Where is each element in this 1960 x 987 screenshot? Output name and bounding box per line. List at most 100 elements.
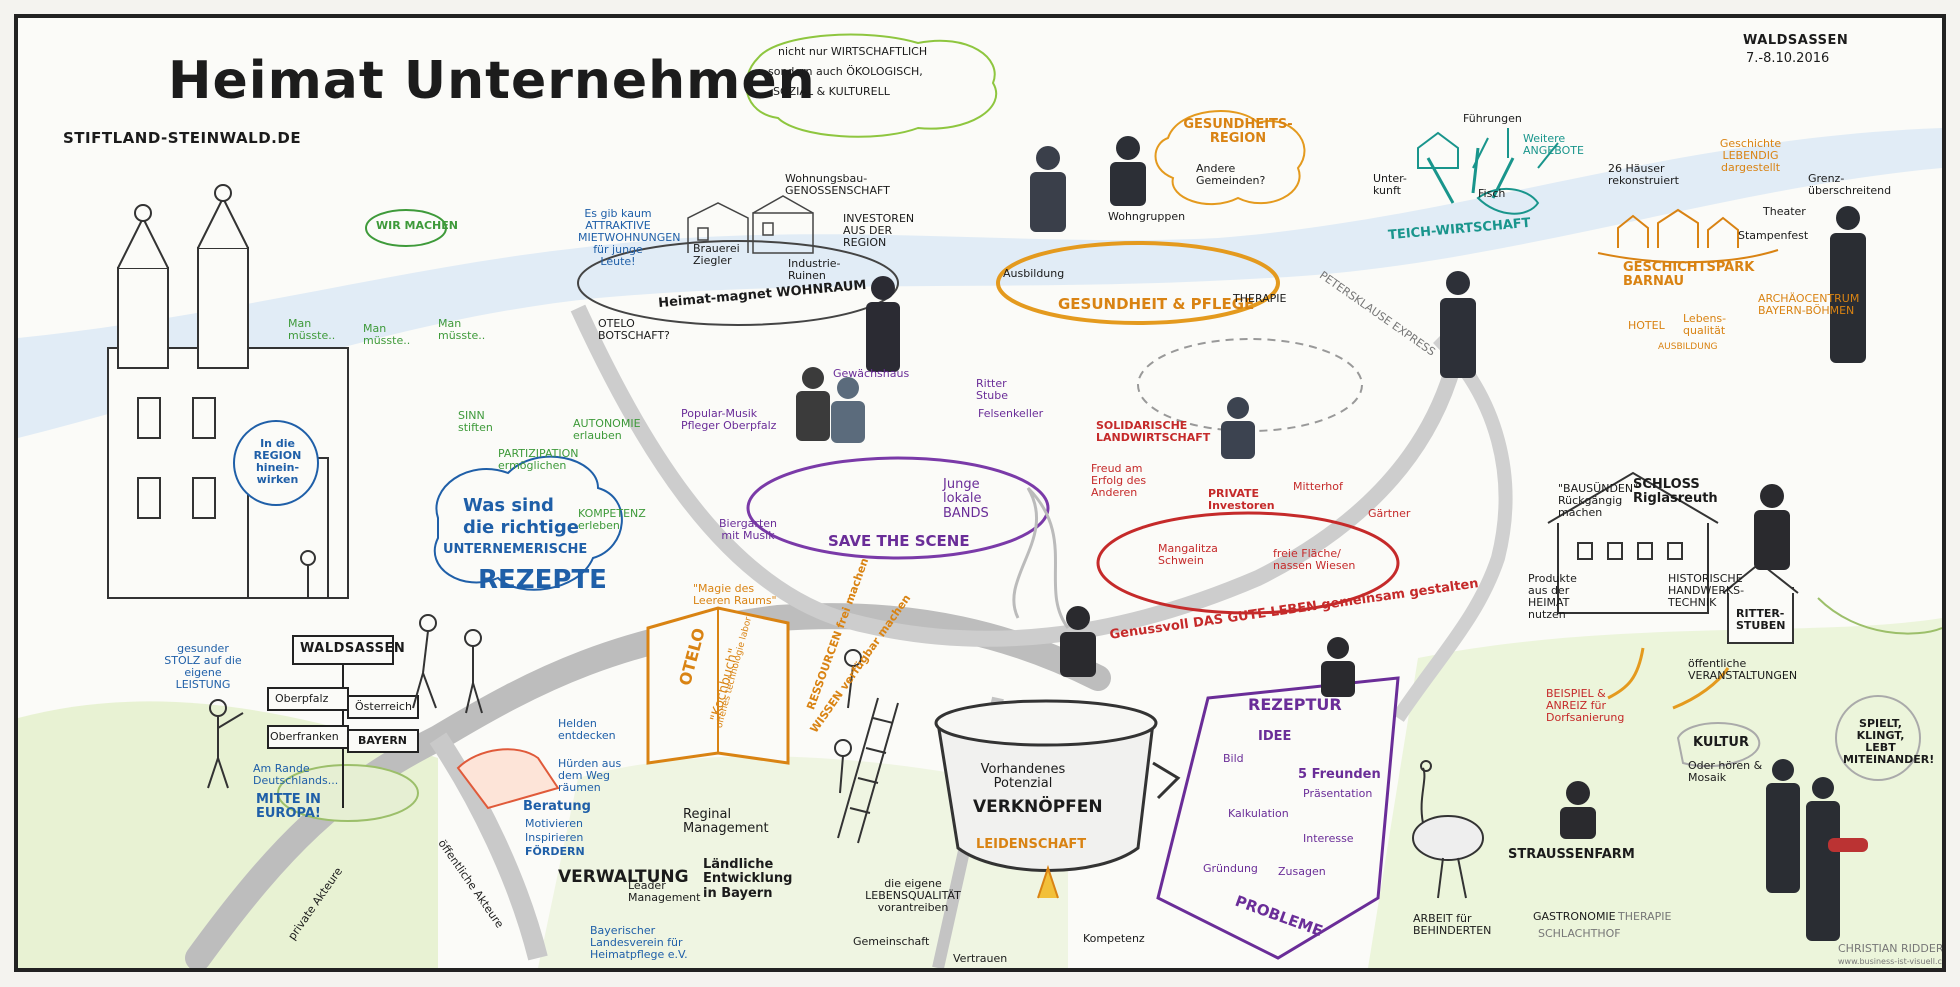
background-artwork [18, 33, 1942, 968]
credit-name: CHRISTIAN RIDDER [1838, 942, 1944, 955]
barnau-ausbildung-label: AUSBILDUNG [1658, 342, 1718, 352]
therapie-label: THERAPIE [1233, 292, 1287, 305]
wir-machen-bubble [365, 209, 447, 247]
fisch-label: Fisch [1478, 187, 1506, 200]
man-muss-2: Man müsste.. [363, 322, 411, 348]
region-label: In die REGION hinein-wirken [253, 437, 302, 487]
private-investoren-label: PRIVATE Investoren [1208, 487, 1275, 513]
kultur-bubble [1676, 722, 1761, 768]
gruendung-label: Gründung [1203, 862, 1258, 875]
schloss-title: SCHLOSS Riglasreuth [1633, 477, 1718, 507]
gastronomie-label: GASTRONOMIE [1533, 910, 1616, 923]
scene-title: SAVE THE SCENE [828, 532, 970, 550]
theater-label: Theater [1763, 205, 1806, 218]
praesentation-label: Präsentation [1303, 787, 1373, 800]
gewaechshaus-label: Gewächshaus [833, 367, 910, 380]
spielt-label: SPIELT, KLINGT, LEBT MITEINANDER! [1843, 717, 1935, 767]
inspirieren-label: Inspirieren [525, 831, 584, 844]
rezepte-line4: REZEPTE [478, 565, 607, 595]
leader-management-label: Leader Management [628, 879, 701, 905]
wohnungsbau-label: Wohnungsbau-GENOSSENSCHAFT [785, 172, 890, 198]
rezepte-cloud [433, 455, 623, 591]
arbeit-label: ARBEIT für BEHINDERTEN [1413, 912, 1492, 938]
barnau-village [1597, 208, 1779, 264]
date-label: 7.-8.10.2016 [1746, 51, 1830, 66]
sign-waldsassen: WALDSASSEN [300, 641, 406, 656]
top-cloud-line3: SOZIAL & KULTURELL [773, 85, 890, 98]
wohnraum-ellipse [577, 240, 899, 326]
idee-label: IDEE [1258, 729, 1292, 744]
brauerei-label: Brauerei Ziegler [693, 242, 740, 268]
lebensqualitaet-label: die eigene LEBENSQUALITÄT vorantreiben [865, 877, 961, 915]
man-muss-1: Man müsste.. [288, 317, 336, 343]
signpost [267, 635, 419, 808]
rezepte-line3: UNTERNEMERISCHE [443, 542, 588, 557]
popular-musik-label: Popular-Musik Pfleger Oberpfalz [681, 407, 777, 433]
verknuepfen-label: VERKNÖPFEN [973, 797, 1103, 817]
road-loop [570, 304, 1466, 647]
church-drawing [107, 184, 349, 599]
gemeinschaft-label: Gemeinschaft [853, 935, 930, 948]
bild-label: Bild [1223, 752, 1244, 765]
top-cloud-line1: nicht nur WIRTSCHAFTLICH [778, 45, 928, 58]
geschichte-label: Geschichte LEBENDIG dargestellt [1719, 137, 1782, 175]
landesverein-label: Bayerischer Landesverein für Heimatpfleg… [590, 924, 688, 962]
felsenkeller-label: Felsenkeller [978, 407, 1044, 420]
otelo-botschaft-label: OTELO BOTSCHAFT? [598, 317, 670, 343]
magie-label: "Magie des Leeren Raums" [693, 582, 777, 608]
mitterhof-label: Mitterhof [1293, 480, 1343, 493]
investoren-label: INVESTOREN AUS DER REGION [843, 212, 915, 250]
kalkulation-label: Kalkulation [1228, 807, 1289, 820]
strauss-therapie-label: THERAPIE [1618, 910, 1672, 923]
produkte-label: Produkte aus der HEIMAT nutzen [1528, 572, 1577, 622]
regional-management-label: Reginal Management [683, 807, 769, 837]
andere-gemeinden-label: Andere Gemeinden? [1196, 162, 1266, 188]
zusagen-label: Zusagen [1278, 865, 1326, 878]
sinn-label: SINN stiften [458, 409, 493, 435]
sign-oberfranken: Oberfranken [270, 730, 339, 743]
schloss-arrows [1607, 647, 1730, 710]
beratung-label: Beratung [523, 799, 591, 814]
road-main [185, 603, 1111, 968]
leidenschaft-label: LEIDENSCHAFT [976, 837, 1087, 852]
archaeo-label: ARCHÄOCENTRUM BAYERN-BÖHMEN [1758, 292, 1860, 318]
otelo-book [646, 606, 790, 765]
am-rande-label: Am Rande Deutschlands... [253, 762, 339, 788]
oeffentliche-veranstaltungen-label: öffentliche VERANSTALTUNGEN [1688, 657, 1798, 683]
biergarten-label: Biergarten mit Musik [719, 517, 777, 543]
credit-site: www.business-ist-visuell.com [1838, 957, 1946, 966]
location-label: WALDSASSEN [1743, 33, 1849, 48]
sign-oesterreich: Österreich [355, 700, 412, 713]
weitere-angebote-label: Weitere ANGEBOTE [1523, 132, 1584, 158]
freunde-label: 5 Freunden [1298, 767, 1381, 782]
kultur-sub: Oder hören & Mosaik [1688, 759, 1763, 785]
ritterstuben-label: RITTER-STUBEN [1736, 607, 1786, 633]
ladder [837, 697, 899, 844]
huerden-label: Hürden aus dem Weg räumen [558, 757, 622, 795]
freud-label: Freud am Erfolg des Anderen [1091, 462, 1147, 500]
roundabout [277, 764, 419, 822]
wir-machen-label: WIR MACHEN [376, 219, 458, 232]
rezepte-line1: Was sind [463, 495, 554, 516]
freie-flaeche-label: freie Fläche/ nassen Wiesen [1273, 547, 1356, 573]
wohnraum-houses [687, 195, 814, 254]
kompetenz-label: KOMPETENZ erleben [578, 507, 646, 533]
road-east [1392, 333, 1513, 722]
helping-hand [456, 748, 560, 810]
solidarische-label: SOLIDARISCHE LANDWIRTSCHAFT [1096, 419, 1211, 445]
industrie-label: Industrie-Ruinen [788, 257, 841, 283]
strauss-title: STRAUSSENFARM [1508, 847, 1635, 862]
gesundheitsregion-cloud [1154, 110, 1306, 206]
stolz-label: gesunder STOLZ auf die eigene LEISTUNG [164, 642, 242, 692]
gesundheitsregion-label: GESUNDHEITS-REGION [1183, 117, 1293, 147]
leben-ellipse [1096, 511, 1400, 615]
unterkunft-label: Unter-kunft [1373, 172, 1407, 198]
hotel-label: HOTEL [1628, 319, 1665, 332]
participant-photos [796, 136, 1868, 941]
stick-figures [207, 550, 862, 794]
pflege-title: GESUNDHEIT & PFLEGE [1058, 295, 1255, 313]
helden-label: Helden entdecken [558, 717, 616, 743]
verwaltung-label: VERWALTUNG [558, 867, 689, 887]
page-title: Heimat Unternehmen [168, 51, 816, 111]
rezeptur-title: REZEPTUR [1248, 695, 1342, 714]
